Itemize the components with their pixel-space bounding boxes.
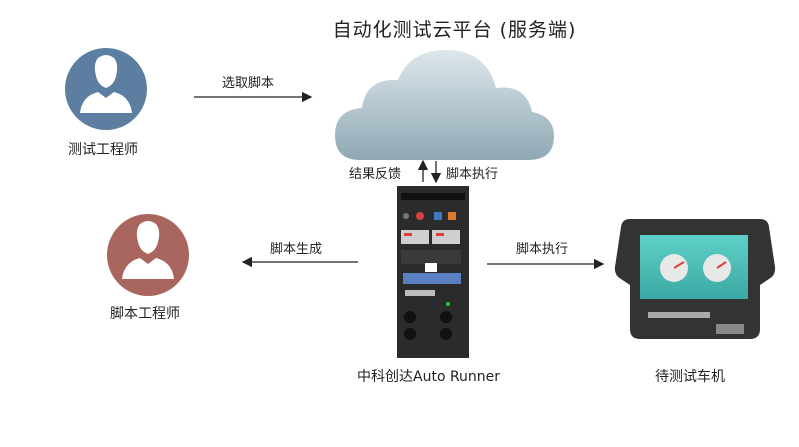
edge-script-generate-label: 脚本生成: [270, 242, 323, 257]
device-label: 中科创达Auto Runner: [357, 369, 501, 385]
edge-result-feedback-label: 结果反馈: [349, 167, 402, 182]
edge-script-exec-right-label: 脚本执行: [516, 242, 569, 257]
script-engineer-avatar-icon: [107, 214, 189, 296]
page-title: 自动化测试云平台 (服务端): [332, 19, 577, 41]
edge-select-script-label: 选取脚本: [222, 76, 275, 91]
script-engineer-label: 脚本工程师: [110, 306, 180, 322]
test-engineer-avatar-icon: [65, 48, 147, 130]
edge-script-exec-up-label: 脚本执行: [446, 167, 499, 182]
test-engineer-label: 测试工程师: [68, 142, 138, 158]
target-label: 待测试车机: [655, 369, 725, 385]
head-unit-icon: [614, 219, 776, 339]
cloud-icon: [335, 50, 554, 160]
auto-runner-device-icon: [397, 186, 469, 358]
